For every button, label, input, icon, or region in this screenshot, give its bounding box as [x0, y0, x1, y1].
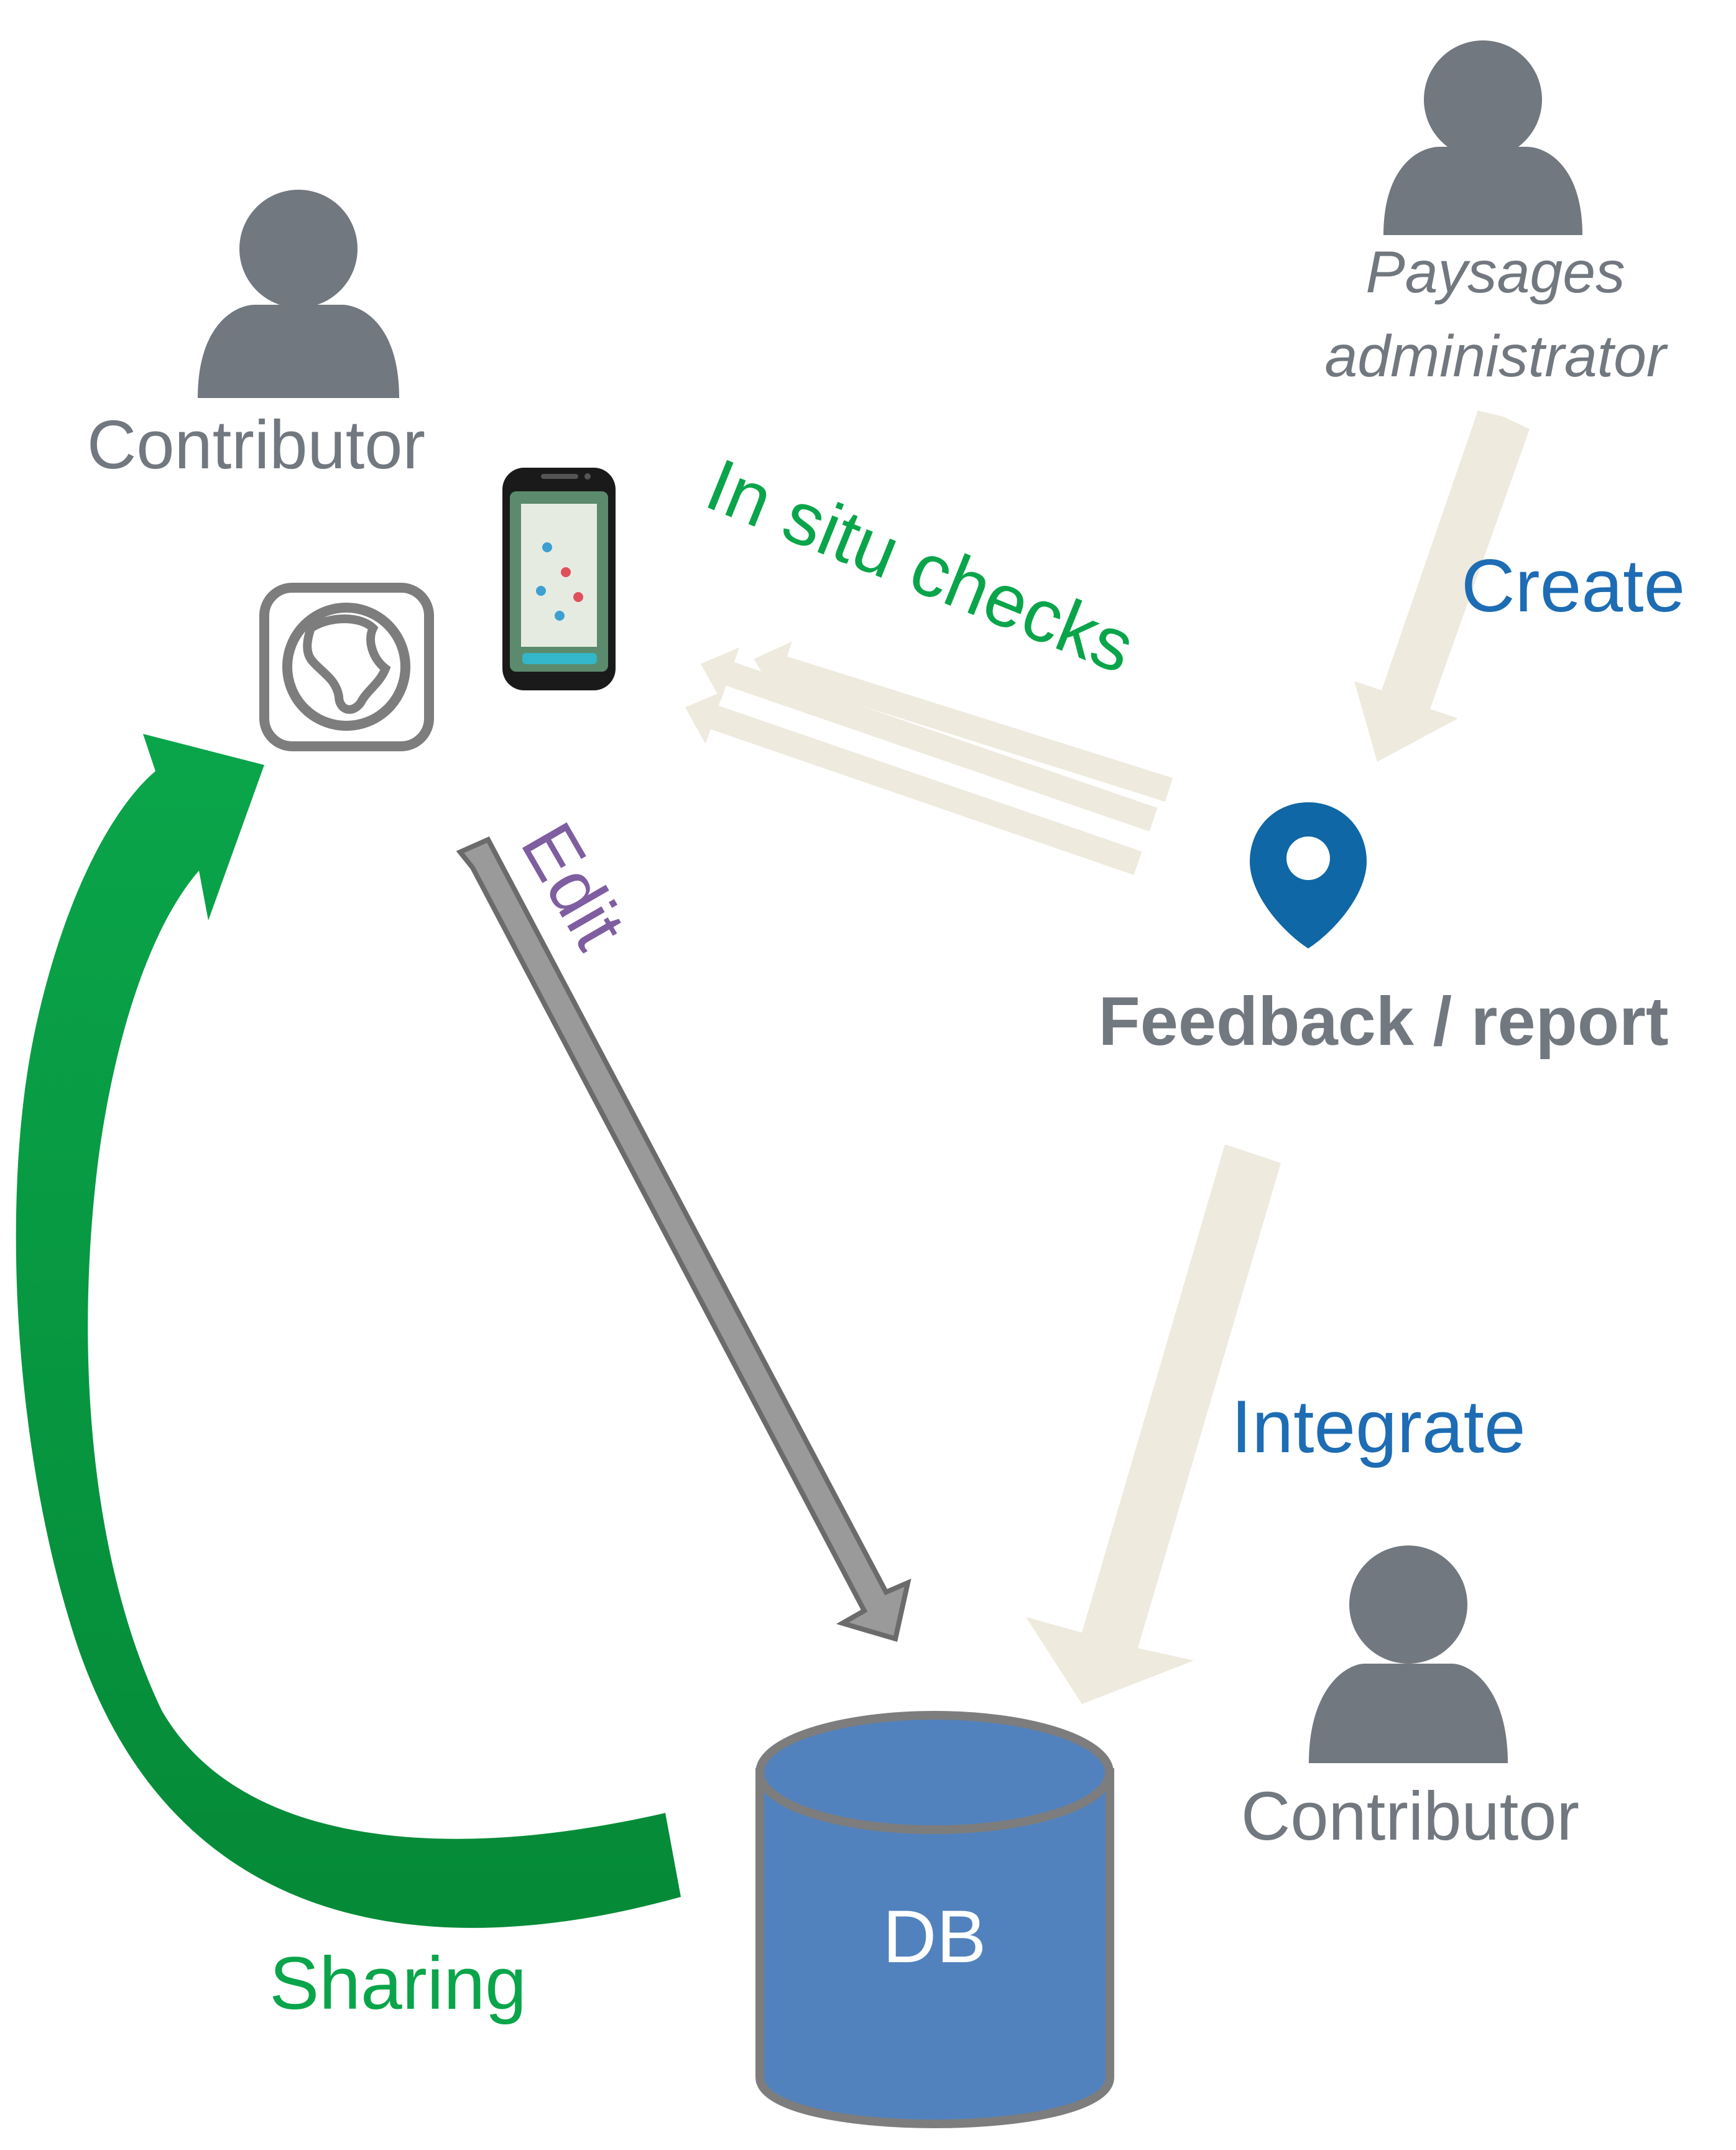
- paysages-administrator: Paysages administrator: [1324, 40, 1668, 389]
- contributor-bottom: Contributor: [1241, 1545, 1579, 1855]
- integrate-arrow: [1026, 1144, 1281, 1704]
- smartphone-map-icon[interactable]: [502, 468, 616, 690]
- contributor-bottom-label: Contributor: [1241, 1778, 1579, 1855]
- in-situ-checks-label: In situ checks: [695, 443, 1145, 690]
- person-icon: [1309, 1545, 1508, 1763]
- globe-africa-icon[interactable]: [259, 583, 434, 751]
- contributor-top-label: Contributor: [87, 407, 425, 483]
- database-cylinder: DB: [755, 1711, 1114, 2128]
- edit-arrow: [456, 836, 912, 1643]
- integrate-label: Integrate: [1231, 1385, 1526, 1468]
- person-icon: [1383, 40, 1582, 235]
- map-pin-icon: [1250, 802, 1367, 948]
- admin-label-line1: Paysages: [1365, 239, 1625, 305]
- person-icon: [198, 190, 399, 398]
- create-arrow: [1354, 410, 1530, 762]
- contributor-top: Contributor: [87, 190, 425, 483]
- in-situ-checks-arrows: [685, 641, 1173, 875]
- feedback-report-label: Feedback / report: [1099, 983, 1669, 1060]
- create-label: Create: [1461, 544, 1685, 628]
- sharing-label: Sharing: [269, 1942, 527, 2025]
- db-label: DB: [883, 1895, 987, 1978]
- admin-label-line2: administrator: [1324, 323, 1668, 389]
